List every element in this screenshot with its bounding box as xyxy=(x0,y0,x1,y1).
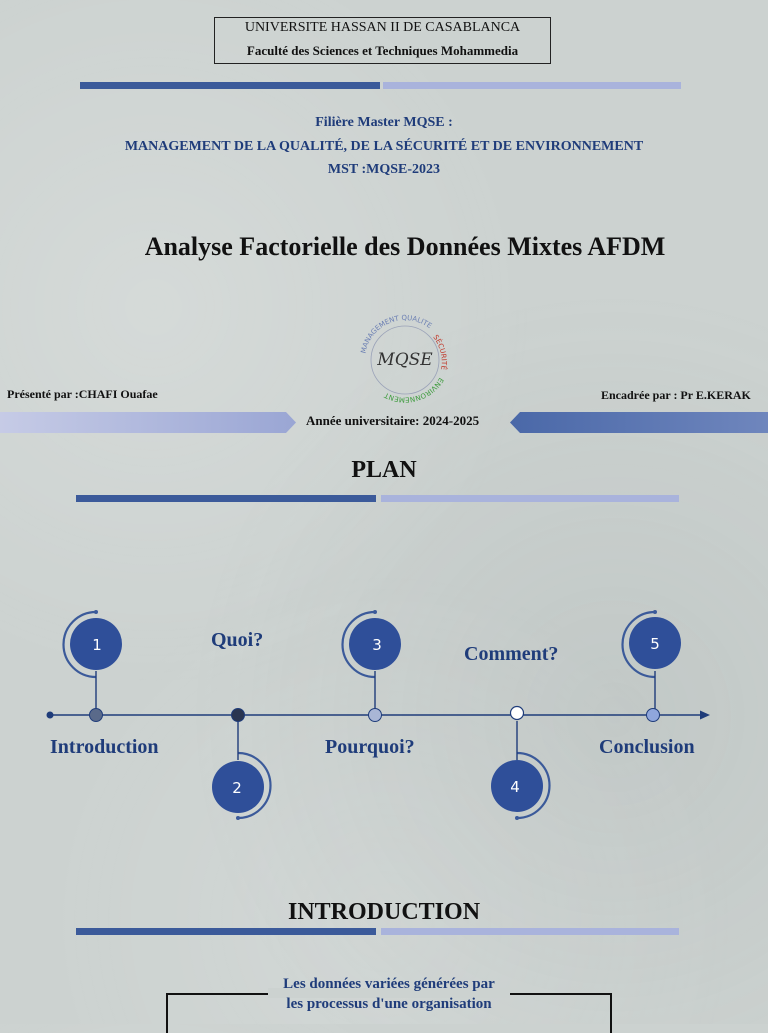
step-3-number: 3 xyxy=(372,636,382,654)
step-2-number: 2 xyxy=(232,779,242,797)
logo-text-right: SÉCURITÉ xyxy=(431,333,448,370)
program-line-3: MST :MQSE-2023 xyxy=(327,162,441,177)
academic-year: Année universitaire: 2024-2025 xyxy=(306,413,480,428)
step-2-circle xyxy=(212,761,264,813)
year-arrow-right xyxy=(510,412,768,433)
step-1-label: Introduction xyxy=(50,736,159,758)
plan-separator-light xyxy=(381,495,679,502)
step-4-label: Comment? xyxy=(464,643,559,665)
svg-text:MANAGEMENT QUALITE: MANAGEMENT QUALITE xyxy=(360,314,434,354)
timeline-step-4 xyxy=(491,705,551,820)
intro-separator-light xyxy=(381,928,679,935)
university-header: UNIVERSITE HASSAN II DE CASABLANCA Facul… xyxy=(214,17,551,64)
supervisor-label: Encadrée par : Pr E.KERAK xyxy=(601,388,751,402)
step-3-circle xyxy=(349,618,401,670)
logo-text-bottom: ENVIRONNEMENT xyxy=(383,376,445,403)
separator-dark xyxy=(80,82,380,89)
program-line-1: Filière Master MQSE : xyxy=(315,115,453,130)
step-2-label: Quoi? xyxy=(211,629,264,651)
step-4-number: 4 xyxy=(510,778,520,796)
step-5-number: 5 xyxy=(650,635,660,653)
separator-light xyxy=(383,82,681,89)
step-1-circle xyxy=(70,618,122,670)
svg-text:ENVIRONNEMENT: ENVIRONNEMENT xyxy=(383,376,445,403)
program-line-2: MANAGEMENT DE LA QUALITÉ, DE LA SÉCURITÉ… xyxy=(124,139,644,154)
timeline-step-5 xyxy=(621,610,681,722)
intro-text: Les données variées générées par les pro… xyxy=(0,975,768,1014)
mqse-logo-graphic: MANAGEMENT QUALITE SÉCURITÉ ENVIRONNEMEN… xyxy=(360,314,449,404)
logo-text-top: MANAGEMENT QUALITE xyxy=(360,314,434,354)
year-arrow-left xyxy=(0,412,296,433)
timeline-step-1 xyxy=(62,610,122,722)
step-5-label: Conclusion xyxy=(599,736,695,758)
timeline-step-2 xyxy=(212,708,272,820)
faculty-name: Faculté des Sciences et Techniques Moham… xyxy=(246,43,519,58)
presenter-label: Présenté par :CHAFI Ouafae xyxy=(7,387,158,401)
plan-timeline: 1 2 3 4 5 xyxy=(46,610,710,820)
mqse-logo: MANAGEMENT QUALITE SÉCURITÉ ENVIRONNEMEN… xyxy=(355,312,455,408)
intro-title: INTRODUCTION xyxy=(288,899,481,925)
step-4-circle xyxy=(491,760,543,812)
plan-title: PLAN xyxy=(351,457,417,483)
step-5-circle xyxy=(629,617,681,669)
svg-text:SÉCURITÉ: SÉCURITÉ xyxy=(431,333,448,370)
university-name: UNIVERSITE HASSAN II DE CASABLANCA xyxy=(244,20,521,35)
step-3-label: Pourquoi? xyxy=(325,736,415,758)
intro-text-line-2: les processus d'une organisation xyxy=(286,995,492,1012)
plan-separator-dark xyxy=(76,495,376,502)
timeline-step-3 xyxy=(341,610,401,722)
intro-text-line-1: Les données variées générées par xyxy=(283,976,495,992)
page-title: Analyse Factorielle des Données Mixtes A… xyxy=(144,232,666,261)
intro-separator-dark xyxy=(76,928,376,935)
logo-monogram: MQSE xyxy=(376,350,433,370)
step-1-number: 1 xyxy=(92,636,102,654)
intro-box-gap xyxy=(268,988,510,998)
